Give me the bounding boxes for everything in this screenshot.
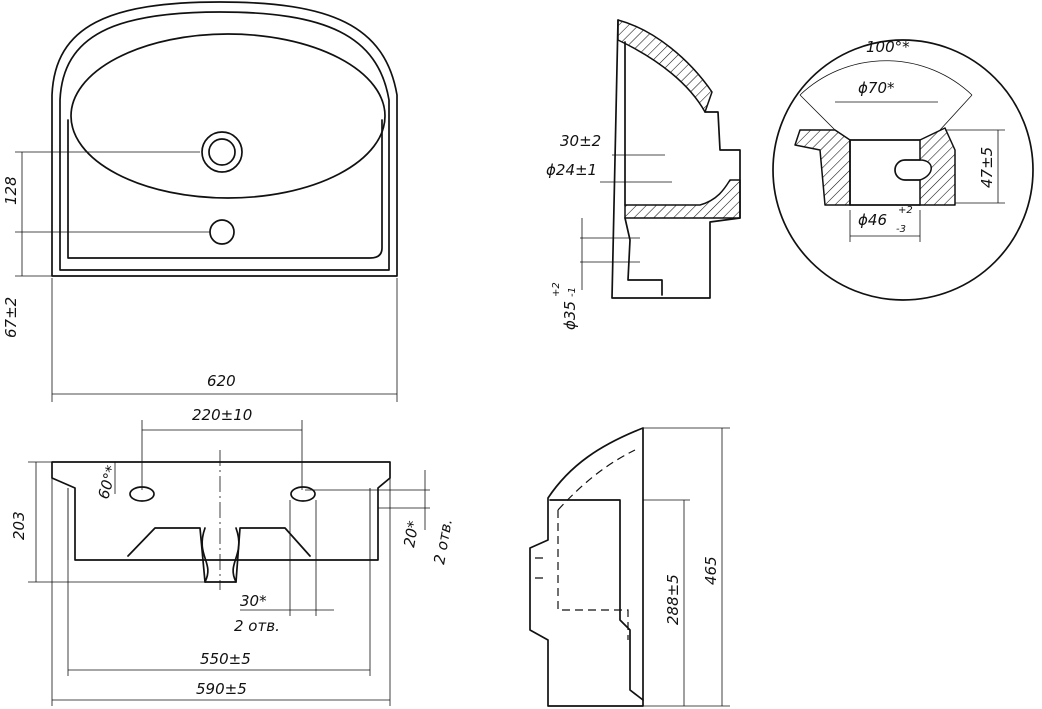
dim-2otv-right-label: 2 отв. [430,517,456,565]
dim-60-label: 60°* [94,463,120,501]
dim-35-tol-upper: +2 [551,282,562,297]
bowl-outline [70,33,386,199]
side-outline [529,427,644,707]
basin-rim [67,119,383,259]
tap-hole-inner [208,138,236,166]
basin-outline-inner [59,11,390,271]
dim-288-label: 288±5 [664,574,682,625]
detail-angle-arc [799,60,973,96]
overflow-hole [209,219,235,245]
detail-bottom-tol-upper: +2 [898,205,913,216]
front-view: 220±10 203 60°* 20* 2 отв. 30* 2 отв. 55… [10,406,456,706]
detail-body-hatched [794,129,851,206]
side-back-panel [549,499,644,701]
dim-590-label: 590±5 [196,680,247,698]
dim-30-label: 30±2 [560,132,601,150]
detail-slot [894,159,921,181]
section-base-hatched [624,179,741,219]
front-hole-right [290,486,316,502]
detail-angle-label: 100°* [866,38,910,56]
tap-hole-outer [201,131,243,173]
front-bowl [127,527,311,583]
detail-view: 100°* ϕ70* 47±5 ϕ46 +2 -3 [772,38,1034,301]
dim-24-label: ϕ24±1 [546,161,597,179]
section-inner [624,41,663,296]
detail-bore [849,139,921,206]
dim-30-label: 30* [240,592,267,610]
front-outline [51,461,391,561]
dim-35-tol-lower: -1 [567,287,578,297]
front-drain [201,527,240,583]
dim-128-label: 128 [2,176,20,205]
side-view: 288±5 465 [529,427,730,707]
detail-top-diameter-label: ϕ70* [858,79,895,97]
detail-body-hatched-right [919,127,956,206]
front-inner-line [67,488,371,560]
section-view: 30±2 ϕ24±1 ϕ35 +2 -1 [546,19,741,330]
detail-bottom-tol-lower: -3 [896,224,906,235]
basin-outline-outer [51,1,398,277]
section-wall-hatched [617,19,713,113]
dim-203-label: 203 [10,511,28,540]
section-outline [611,19,741,299]
dim-220-label: 220±10 [192,406,252,424]
dim-20-label: 20* [400,519,422,549]
dim-620-label: 620 [207,372,236,390]
dim-35-label: ϕ35 [561,301,579,330]
side-inner-dashed [535,449,636,640]
dim-465-label: 465 [702,556,720,585]
detail-bottom-diameter-label: ϕ46 [858,211,887,229]
dim-67-label: 67±2 [2,297,20,338]
detail-circle [772,39,1034,301]
top-view: 128 67±2 620 [2,1,398,402]
dim-550-label: 550±5 [200,650,251,668]
dim-2otv-bottom-label: 2 отв. [234,617,280,635]
detail-height-label: 47±5 [978,147,996,188]
